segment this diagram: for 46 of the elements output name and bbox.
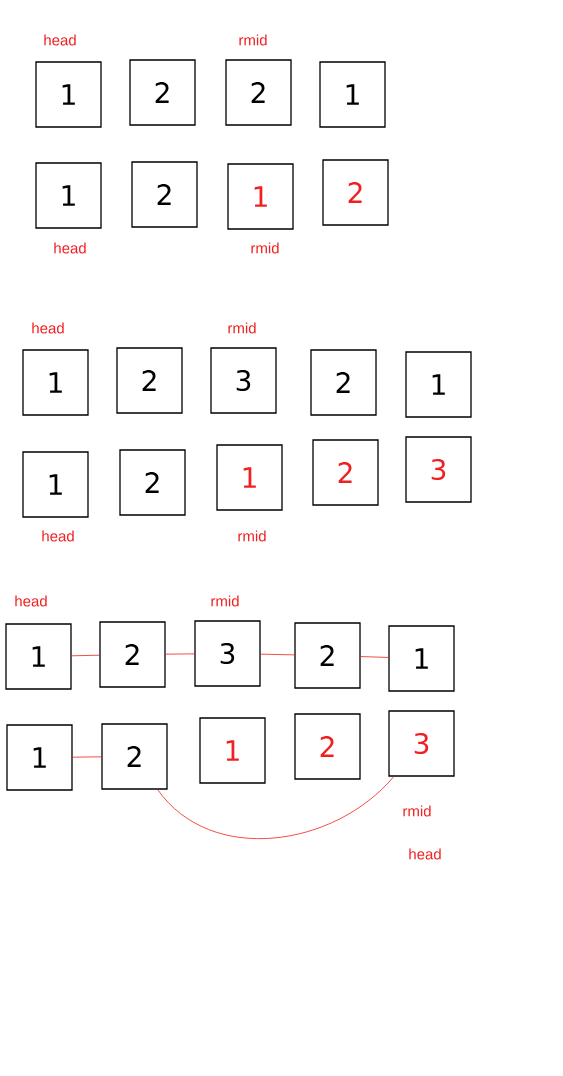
pointer-label: head: [44, 34, 76, 46]
digit-box: 2: [294, 713, 361, 780]
digit-box: 2: [310, 349, 377, 416]
connector-line: [360, 656, 389, 658]
pointer-label: head: [42, 530, 74, 542]
digit-box: 2: [101, 723, 168, 790]
digit-box: 1: [405, 351, 472, 418]
digit-box: 2: [131, 161, 198, 228]
digit-box: 1: [199, 717, 266, 784]
connector-line: [157, 776, 395, 839]
pointer-label: head: [409, 848, 441, 860]
connector-line: [72, 756, 102, 758]
pointer-label: rmid: [403, 805, 431, 817]
digit-box: 1: [22, 349, 89, 416]
digit-box: 1: [35, 162, 102, 229]
digit-box: 3: [405, 436, 472, 503]
digit-box: 2: [99, 621, 166, 688]
digit-box: 1: [319, 61, 386, 128]
connector-line: [165, 653, 195, 655]
connector-line: [260, 653, 295, 656]
digit-box: 1: [388, 625, 455, 692]
digit-box: 3: [194, 620, 261, 687]
digit-box: 2: [312, 439, 379, 506]
pointer-label: head: [32, 322, 64, 334]
pointer-label: rmid: [251, 242, 279, 254]
pointer-label: rmid: [239, 34, 267, 46]
digit-box: 2: [116, 347, 183, 414]
digit-box: 1: [5, 623, 72, 690]
digit-box: 1: [216, 444, 283, 511]
digit-box: 2: [225, 59, 292, 126]
digit-box: 3: [210, 347, 277, 414]
pointer-label: rmid: [238, 530, 266, 542]
digit-box: 1: [22, 451, 89, 518]
digit-box: 1: [227, 163, 294, 230]
digit-box: 2: [129, 59, 196, 126]
pointer-label: rmid: [211, 595, 239, 607]
pointer-label: rmid: [228, 322, 256, 334]
digit-box: 1: [6, 724, 73, 791]
pointer-label: head: [15, 595, 47, 607]
pointer-label: head: [54, 242, 86, 254]
digit-box: 2: [119, 449, 186, 516]
digit-box: 3: [388, 710, 455, 777]
digit-box: 2: [322, 159, 389, 226]
digit-box: 1: [35, 61, 102, 128]
connector-line: [71, 654, 100, 657]
digit-box: 2: [294, 622, 361, 689]
